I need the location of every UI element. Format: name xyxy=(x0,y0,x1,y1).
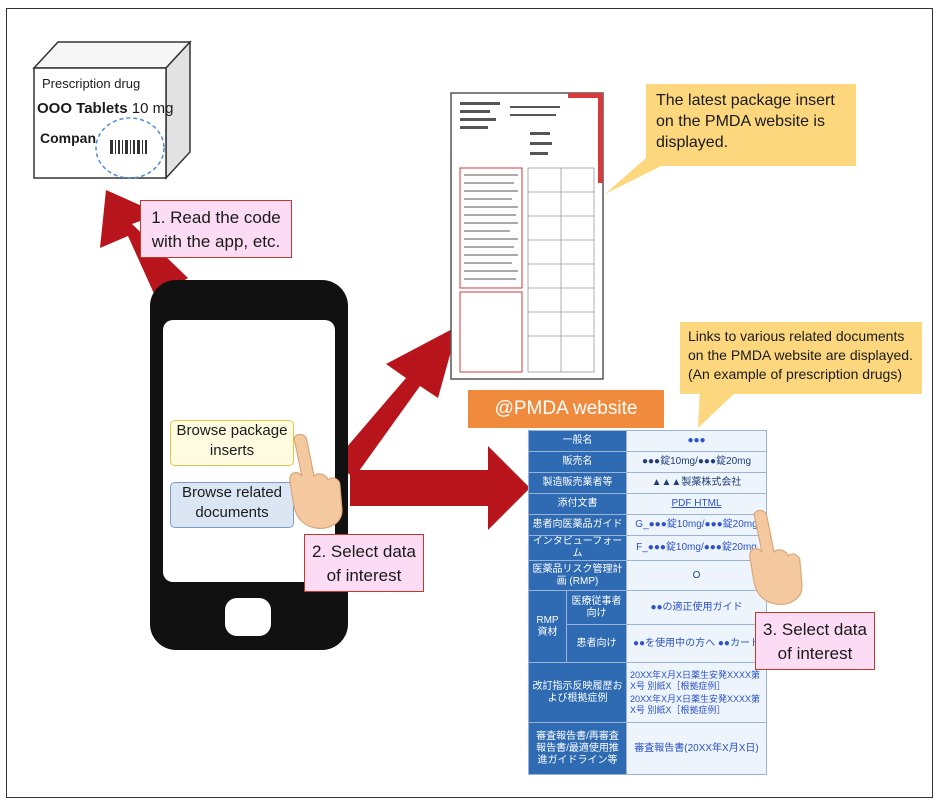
table-row: 製造販売業者等 ▲▲▲製薬株式会社 xyxy=(528,472,767,494)
browse-inserts-line1: Browse package xyxy=(176,422,288,439)
related-documents-table: 一般名 ●●● 販売名 ●●●錠10mg/●●●錠20mg 製造販売業者等 ▲▲… xyxy=(528,430,767,775)
callout-latest-line1: The latest package insert xyxy=(656,92,835,109)
row-label: 一般名 xyxy=(528,430,627,452)
table-row: 医薬品リスク管理計画 (RMP) O xyxy=(528,560,767,591)
step1-line2: with the app, etc. xyxy=(151,232,281,251)
row-value[interactable]: F_●●●錠10mg/●●●錠20mg xyxy=(626,535,767,561)
revision-value-1[interactable]: 20XX年X月X日薬生安発XXXX第X号 別紙X［根拠症例］ xyxy=(630,669,761,691)
row-label: 患者向け xyxy=(566,624,627,663)
row-value[interactable]: ●●の適正使用ガイド xyxy=(626,590,767,625)
step2-line2: of interest xyxy=(326,566,402,585)
table-row: RMP資材 医療従事者向け ●●の適正使用ガイド xyxy=(528,590,767,663)
rmp-materials-label: RMP資材 xyxy=(528,590,567,663)
product-name-label: OOO Tablets 10 mg xyxy=(37,100,173,117)
revision-value-2[interactable]: 20XX年X月X日薬生安発XXXX第X号 別紙X［根拠症例］ xyxy=(630,693,761,715)
row-value[interactable]: 審査報告書(20XX年X月X日) xyxy=(626,722,767,775)
revision-history-values[interactable]: 20XX年X月X日薬生安発XXXX第X号 別紙X［根拠症例］ 20XX年X月X日… xyxy=(626,662,767,723)
package-insert-links[interactable]: PDF HTML xyxy=(626,493,767,515)
product-dose: 10 mg xyxy=(131,100,174,117)
browse-inserts-line2: inserts xyxy=(209,442,255,459)
pointing-finger-icon xyxy=(749,509,803,605)
row-label: 審査報告書/再審査報告書/最適使用推進ガイドライン等 xyxy=(528,722,627,775)
callout-pointer-related xyxy=(698,388,740,428)
row-value[interactable]: ●●● xyxy=(626,430,767,452)
arrow-to-package-insert xyxy=(334,326,458,478)
browse-related-line1: Browse related xyxy=(181,484,283,501)
table-row: 患者向け ●●を使用中の方へ ●●カード xyxy=(529,624,767,663)
browse-related-line2: documents xyxy=(195,504,269,521)
row-label: 販売名 xyxy=(528,451,627,473)
browse-related-documents-button[interactable]: Browse related documents xyxy=(170,482,294,528)
step3-line1: 3. Select data xyxy=(763,620,867,639)
row-label: 患者向医薬品ガイド xyxy=(528,514,627,536)
callout-related-line1: Links to various related documents xyxy=(688,328,905,344)
step1-read-code-box: 1. Read the code with the app, etc. xyxy=(140,200,292,258)
row-value[interactable]: G_●●●錠10mg/●●●錠20mg xyxy=(626,514,767,536)
table-row: インタビューフォーム F_●●●錠10mg/●●●錠20mg xyxy=(528,535,767,561)
row-label: インタビューフォーム xyxy=(528,535,627,561)
pointing-finger-icon xyxy=(289,433,343,529)
product-box-illustration xyxy=(32,40,192,180)
callout-latest-line3: displayed. xyxy=(656,134,729,151)
callout-related-documents: Links to various related documents on th… xyxy=(680,322,922,394)
step3-line2: of interest xyxy=(777,644,853,663)
step2-line1: 2. Select data xyxy=(312,542,416,561)
arrow-to-documents-table xyxy=(350,446,530,530)
row-label: 添付文書 xyxy=(528,493,627,515)
table-row: 改訂指示反映履歴および根拠症例 20XX年X月X日薬生安発XXXX第X号 別紙X… xyxy=(528,662,767,723)
gs1-barcode-icon xyxy=(110,140,147,154)
row-label: 医薬品リスク管理計画 (RMP) xyxy=(528,560,627,591)
browse-package-inserts-button[interactable]: Browse package inserts xyxy=(170,420,294,466)
product-name: OOO Tablets xyxy=(37,100,128,117)
callout-related-line2: on the PMDA website are displayed. xyxy=(688,347,913,363)
code-highlight-circle xyxy=(95,117,165,179)
table-row: 一般名 ●●● xyxy=(528,430,767,452)
figure-frame xyxy=(6,8,933,798)
row-label: 改訂指示反映履歴および根拠症例 xyxy=(528,662,627,723)
table-row: 販売名 ●●●錠10mg/●●●錠20mg xyxy=(528,451,767,473)
table-row: 患者向医薬品ガイド G_●●●錠10mg/●●●錠20mg xyxy=(528,514,767,536)
pmda-website-label: @PMDA website xyxy=(468,390,664,428)
callout-latest-line2: on the PMDA website is xyxy=(656,113,825,130)
row-value[interactable]: ●●を使用中の方へ ●●カード xyxy=(626,624,767,663)
row-value: ▲▲▲製薬株式会社 xyxy=(626,472,767,494)
package-insert-document xyxy=(450,92,604,380)
table-row: 審査報告書/再審査報告書/最適使用推進ガイドライン等 審査報告書(20XX年X月… xyxy=(528,722,767,775)
product-category-label: Prescription drug xyxy=(42,76,141,91)
phone-home-button xyxy=(225,598,271,636)
row-value: ●●●錠10mg/●●●錠20mg xyxy=(626,451,767,473)
row-label: 医療従事者向け xyxy=(566,590,627,625)
callout-related-line3: (An example of prescription drugs) xyxy=(688,366,902,382)
table-row: 添付文書 PDF HTML xyxy=(528,493,767,515)
step2-select-data-box: 2. Select data of interest xyxy=(304,534,424,592)
step1-line1: 1. Read the code xyxy=(151,208,281,227)
row-label: 製造販売業者等 xyxy=(528,472,627,494)
company-label: Compan xyxy=(40,130,96,146)
step3-select-data-box: 3. Select data of interest xyxy=(755,612,875,670)
callout-latest-insert: The latest package insert on the PMDA we… xyxy=(646,84,856,166)
